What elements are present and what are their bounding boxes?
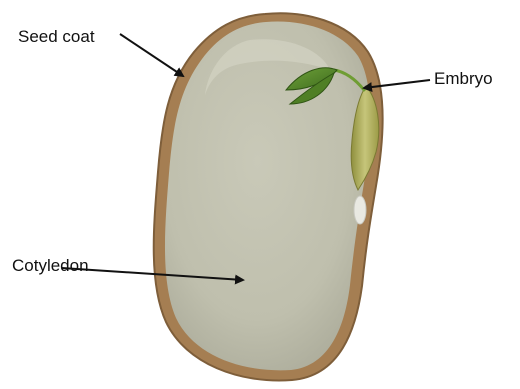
hilum-spot: [354, 196, 366, 224]
seed-coat-arrow: [120, 34, 183, 76]
cotyledon-shape: [165, 22, 370, 371]
embryo-label: Embryo: [434, 69, 493, 88]
cotyledon-label: Cotyledon: [12, 256, 89, 275]
seed-coat-label: Seed coat: [18, 27, 95, 46]
